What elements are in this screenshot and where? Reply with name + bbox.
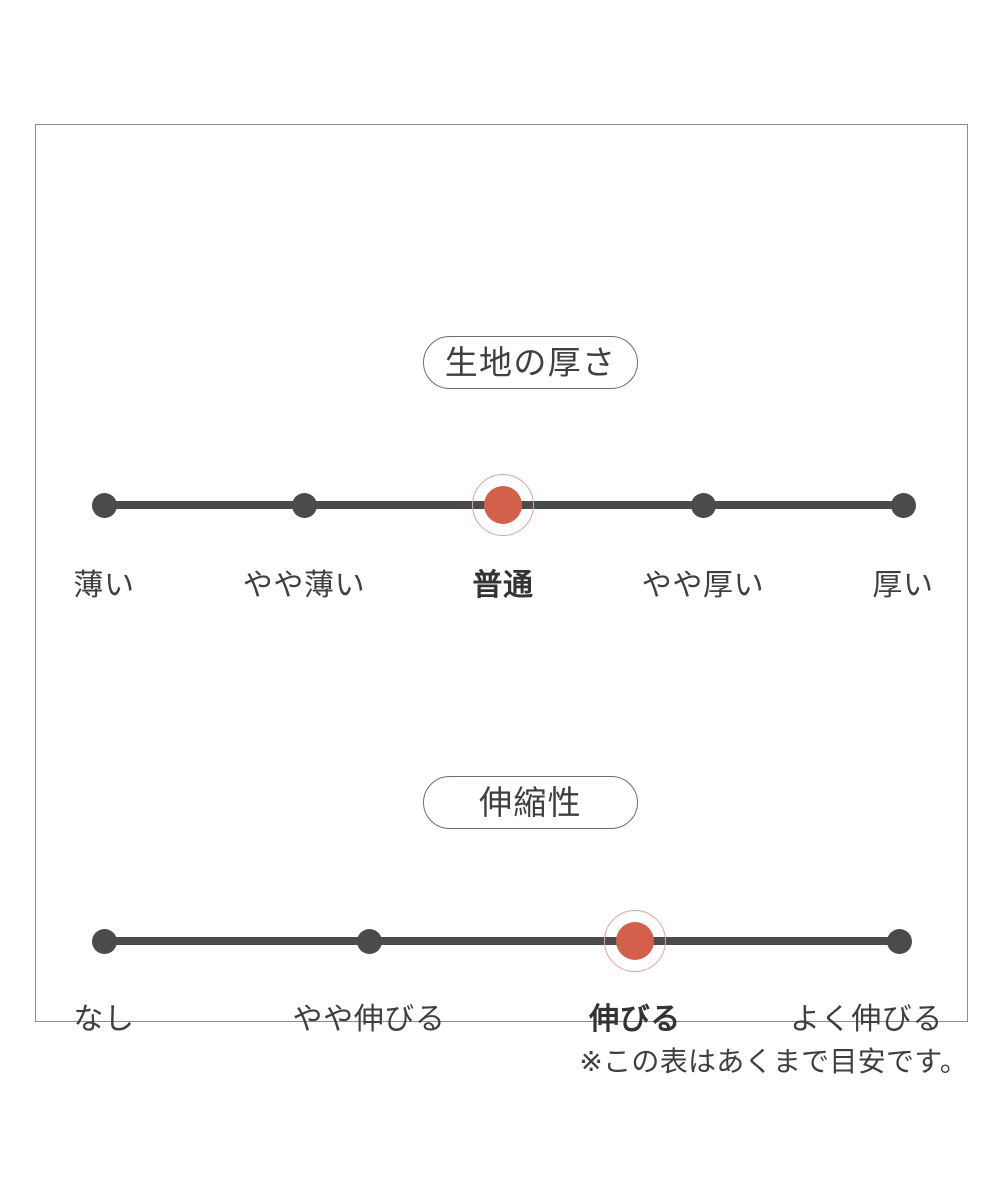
- scale-dot-stretch-1[interactable]: [356, 928, 382, 954]
- section-title-thickness: 生地の厚さ: [423, 336, 638, 389]
- scale-dot-thickness-0[interactable]: [91, 492, 117, 518]
- scale-labels-thickness: 薄い やや薄い 普通 やや厚い 厚い: [36, 563, 1000, 609]
- scale-label-stretch-0: なし: [73, 1003, 135, 1036]
- scale-labels-stretch: なし やや伸びる 伸びる よく伸びる: [36, 997, 1000, 1043]
- scale-dot-stretch-3[interactable]: [886, 928, 912, 954]
- selected-halo-ring-stretch: [604, 910, 666, 972]
- section-title-stretch: 伸縮性: [423, 776, 638, 829]
- scale-label-thickness-4: 厚い: [872, 569, 934, 602]
- selected-halo-ring-thickness: [472, 474, 534, 536]
- disclaimer-note: ※この表はあくまで目安です。: [579, 1046, 968, 1077]
- scale-dot-selected-thickness-2[interactable]: [484, 486, 522, 524]
- scale-dot-thickness-4[interactable]: [890, 492, 916, 518]
- scale-label-stretch-3: よく伸びる: [790, 1003, 943, 1036]
- scale-dot-selected-stretch-2[interactable]: [616, 922, 654, 960]
- scale-label-stretch-2: 伸びる: [589, 1003, 681, 1036]
- scale-dot-thickness-1[interactable]: [291, 492, 317, 518]
- scale-dot-stretch-0[interactable]: [91, 928, 117, 954]
- chart-panel: 生地の厚さ 薄い やや薄い 普通 やや厚い 厚い 伸縮性 なし やや伸びる 伸びる よく伸びる: [35, 124, 968, 1036]
- scale-track-stretch: [104, 937, 899, 945]
- scale-label-thickness-3: やや厚い: [641, 569, 765, 602]
- scale-label-stretch-1: やや伸びる: [292, 1003, 446, 1036]
- scale-label-thickness-2: 普通: [472, 569, 534, 602]
- scale-thickness: [36, 474, 1000, 536]
- scale-dot-thickness-3[interactable]: [690, 492, 716, 518]
- scale-stretch: [36, 910, 1000, 972]
- scale-label-thickness-0: 薄い: [73, 569, 135, 602]
- scale-label-thickness-1: やや薄い: [242, 569, 366, 602]
